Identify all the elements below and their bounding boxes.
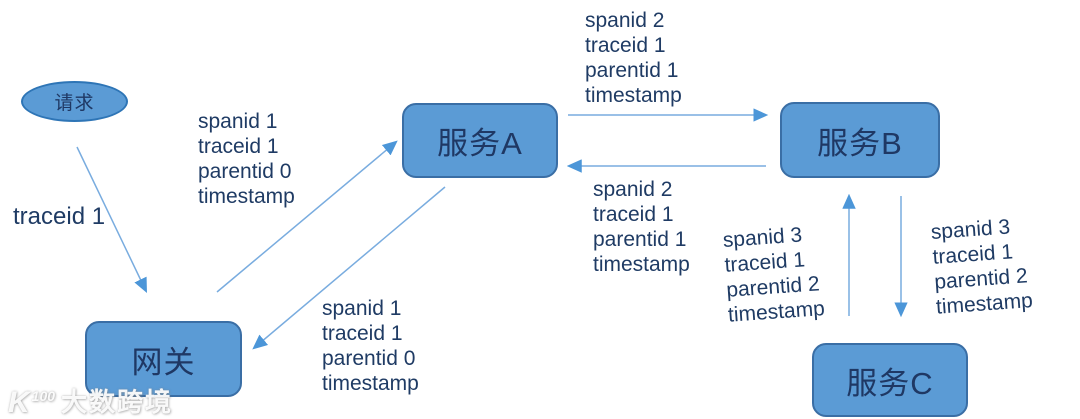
node-gateway-label: 网关 <box>131 344 196 380</box>
edge-label-line: parentid 0 <box>198 160 292 183</box>
edge-label-line: timestamp <box>322 372 419 395</box>
watermark-logo-sup: 100 <box>31 388 56 404</box>
edge-label-line: timestamp <box>198 185 295 208</box>
edge-label-a-to-gateway: spanid 1 traceid 1 parentid 0 timestamp <box>322 296 419 396</box>
edge-label-b-to-c: spanid 3 traceid 1 parentid 2 timestamp <box>930 213 1034 320</box>
watermark: K100 大数跨境 <box>8 381 173 418</box>
edge-label-line: parentid 0 <box>322 347 416 370</box>
edge-label-line: traceid 1 <box>198 135 279 158</box>
watermark-logo-k: K <box>8 386 32 419</box>
watermark-text: 大数跨境 <box>61 387 174 417</box>
node-service-c: 服务C <box>812 343 968 417</box>
edge-label-b-to-a: spanid 2 traceid 1 parentid 1 timestamp <box>593 177 690 277</box>
edge-label-line: spanid 2 <box>593 178 673 201</box>
node-service-a: 服务A <box>402 103 558 178</box>
edge-label-line: spanid 1 <box>322 297 402 320</box>
edge-label-line: timestamp <box>593 253 690 276</box>
arrow-serviceA-to-gateway <box>252 186 446 350</box>
node-gateway: 网关 <box>85 321 242 397</box>
arrow-gateway-to-serviceA <box>216 140 398 293</box>
edge-label-request-to-gateway: traceid 1 <box>13 203 106 230</box>
edge-label-c-to-b: spanid 3 traceid 1 parentid 2 timestamp <box>722 221 826 328</box>
edge-label-line: parentid 1 <box>585 59 679 82</box>
node-service-c-label: 服务C <box>846 365 934 401</box>
edge-label-line: timestamp <box>585 84 682 107</box>
edge-label-line: spanid 1 <box>198 110 278 133</box>
edge-label-line: traceid 1 <box>593 203 674 226</box>
arrow-request-to-gateway <box>76 146 147 294</box>
edge-label-gateway-to-a: spanid 1 traceid 1 parentid 0 timestamp <box>198 109 295 209</box>
watermark-logo-icon: K100 <box>8 381 55 418</box>
edge-label-line: spanid 2 <box>585 9 665 32</box>
node-service-b: 服务B <box>780 102 940 178</box>
node-request: 请求 <box>21 81 128 122</box>
edge-label-line: traceid 1 <box>322 322 403 345</box>
node-service-b-label: 服务B <box>817 125 903 161</box>
edge-label-line: parentid 1 <box>593 228 687 251</box>
node-request-label: 请求 <box>54 93 95 114</box>
node-service-a-label: 服务A <box>437 126 523 161</box>
edge-label-line: traceid 1 <box>585 34 666 57</box>
edge-label-a-to-b: spanid 2 traceid 1 parentid 1 timestamp <box>585 8 682 108</box>
